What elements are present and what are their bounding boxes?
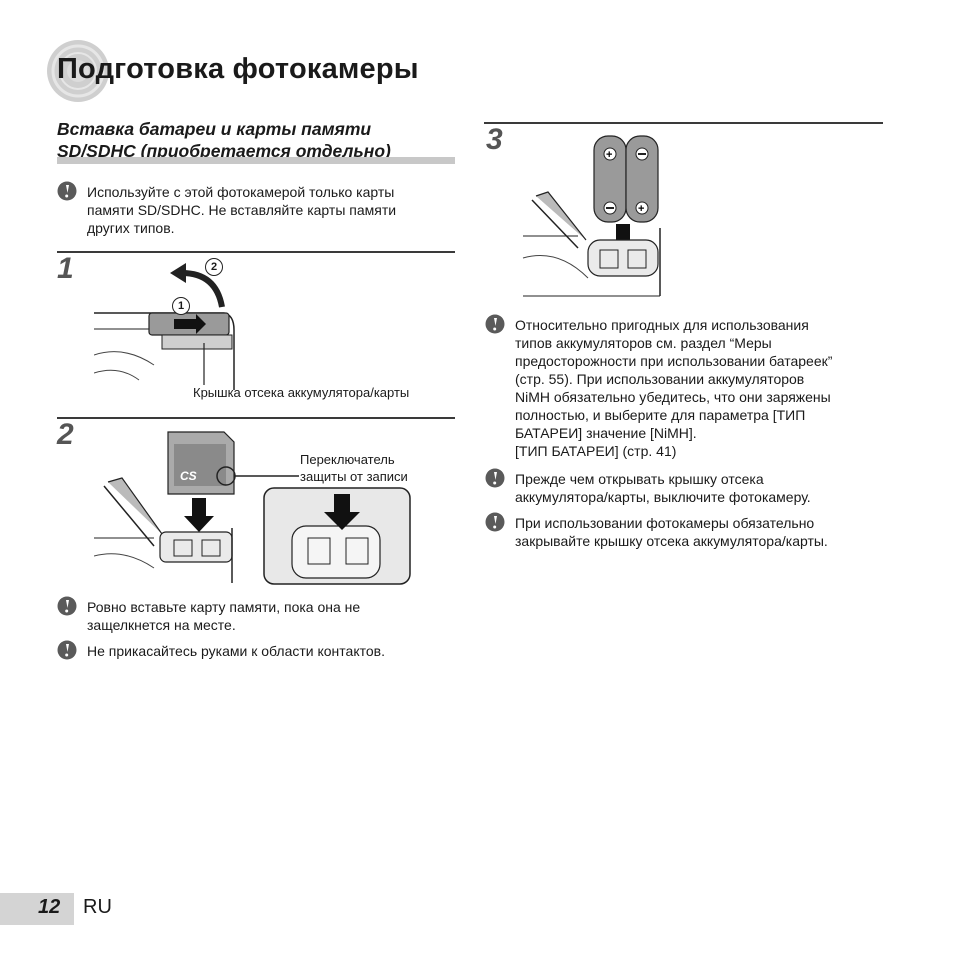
step2-rule — [57, 417, 455, 419]
caution-icon — [485, 512, 505, 532]
step2-number: 2 — [57, 418, 74, 451]
note-line: других типов. — [87, 220, 175, 236]
step1-number: 1 — [57, 252, 74, 285]
title-badge-icon — [47, 40, 109, 102]
caption-line: Переключатель — [300, 452, 395, 467]
page-title: Подготовка фотокамеры — [57, 53, 419, 85]
note-line: закрывайте крышку отсека аккумулятора/ка… — [515, 533, 828, 549]
right-note-1: Относительно пригодных для использования… — [515, 316, 890, 460]
note-line: защелкнется на месте. — [87, 617, 236, 633]
step3-illustration: + + — [522, 135, 661, 297]
note-line: аккумулятора/карты, выключите фотокамеру… — [515, 489, 811, 505]
marker-label: 1 — [177, 300, 185, 312]
caption-line: защиты от записи — [300, 469, 408, 484]
note-line: Прежде чем открывать крышку отсека — [515, 471, 764, 487]
note-line: типов аккумуляторов см. раздел “Меры — [515, 335, 772, 351]
note-line: Используйте с этой фотокамерой только ка… — [87, 184, 395, 200]
section-title-line2: SD/SDHC (приобретается отдельно) — [57, 141, 391, 161]
note-line: БАТАРЕИ] значение [NiMH]. — [515, 425, 697, 441]
step1-rule — [57, 251, 455, 253]
svg-text:+: + — [638, 203, 644, 215]
section-title-line1: Вставка батареи и карты памяти — [57, 119, 372, 139]
caution-icon — [57, 181, 77, 201]
step2-caption: Переключатель защиты от записи — [300, 451, 408, 485]
caution-icon — [57, 596, 77, 616]
caution-icon — [57, 640, 77, 660]
note-line: Относительно пригодных для использования — [515, 317, 809, 333]
note-line: Ровно вставьте карту памяти, пока она не — [87, 599, 361, 615]
note-line: [ТИП БАТАРЕИ] (стр. 41) — [515, 443, 677, 459]
page-number-box — [0, 893, 74, 925]
intro-note: Используйте с этой фотокамерой только ка… — [87, 183, 447, 237]
note-line: Не прикасайтесь руками к области контакт… — [87, 643, 385, 659]
marker-label: 2 — [210, 261, 218, 273]
note-line: полностью, и выберите для параметра [ТИП — [515, 407, 806, 423]
caution-icon — [485, 314, 505, 334]
svg-text:+: + — [606, 149, 612, 161]
right-note-3: При использовании фотокамеры обязательно… — [515, 514, 890, 550]
note-line: NiMH обязательно убедитесь, что они заря… — [515, 389, 831, 405]
step1-marker1: 1 — [172, 297, 190, 315]
svg-text:CS: CS — [180, 469, 197, 483]
left-note-2: Не прикасайтесь руками к области контакт… — [87, 642, 447, 660]
language-code: RU — [83, 896, 112, 918]
note-line: памяти SD/SDHC. Не вставляйте карты памя… — [87, 202, 397, 218]
step3-rule — [484, 122, 883, 124]
step3-number: 3 — [486, 123, 503, 156]
note-line: При использовании фотокамеры обязательно — [515, 515, 815, 531]
caution-icon — [485, 468, 505, 488]
note-line: (стр. 55). При использовании аккумулятор… — [515, 371, 805, 387]
step1-caption: Крышка отсека аккумулятора/карты — [193, 385, 410, 400]
step2-illustration: CS — [94, 431, 411, 585]
right-note-2: Прежде чем открывать крышку отсека аккум… — [515, 470, 890, 506]
note-line: предосторожности при использовании батар… — [515, 353, 833, 369]
section-title: Вставка батареи и карты памяти SD/SDHC (… — [57, 118, 457, 162]
page-number: 12 — [38, 896, 61, 918]
section-underline-bar — [57, 157, 455, 164]
step1-marker2: 2 — [205, 258, 223, 276]
left-note-1: Ровно вставьте карту памяти, пока она не… — [87, 598, 447, 634]
step1-illustration — [94, 263, 235, 390]
